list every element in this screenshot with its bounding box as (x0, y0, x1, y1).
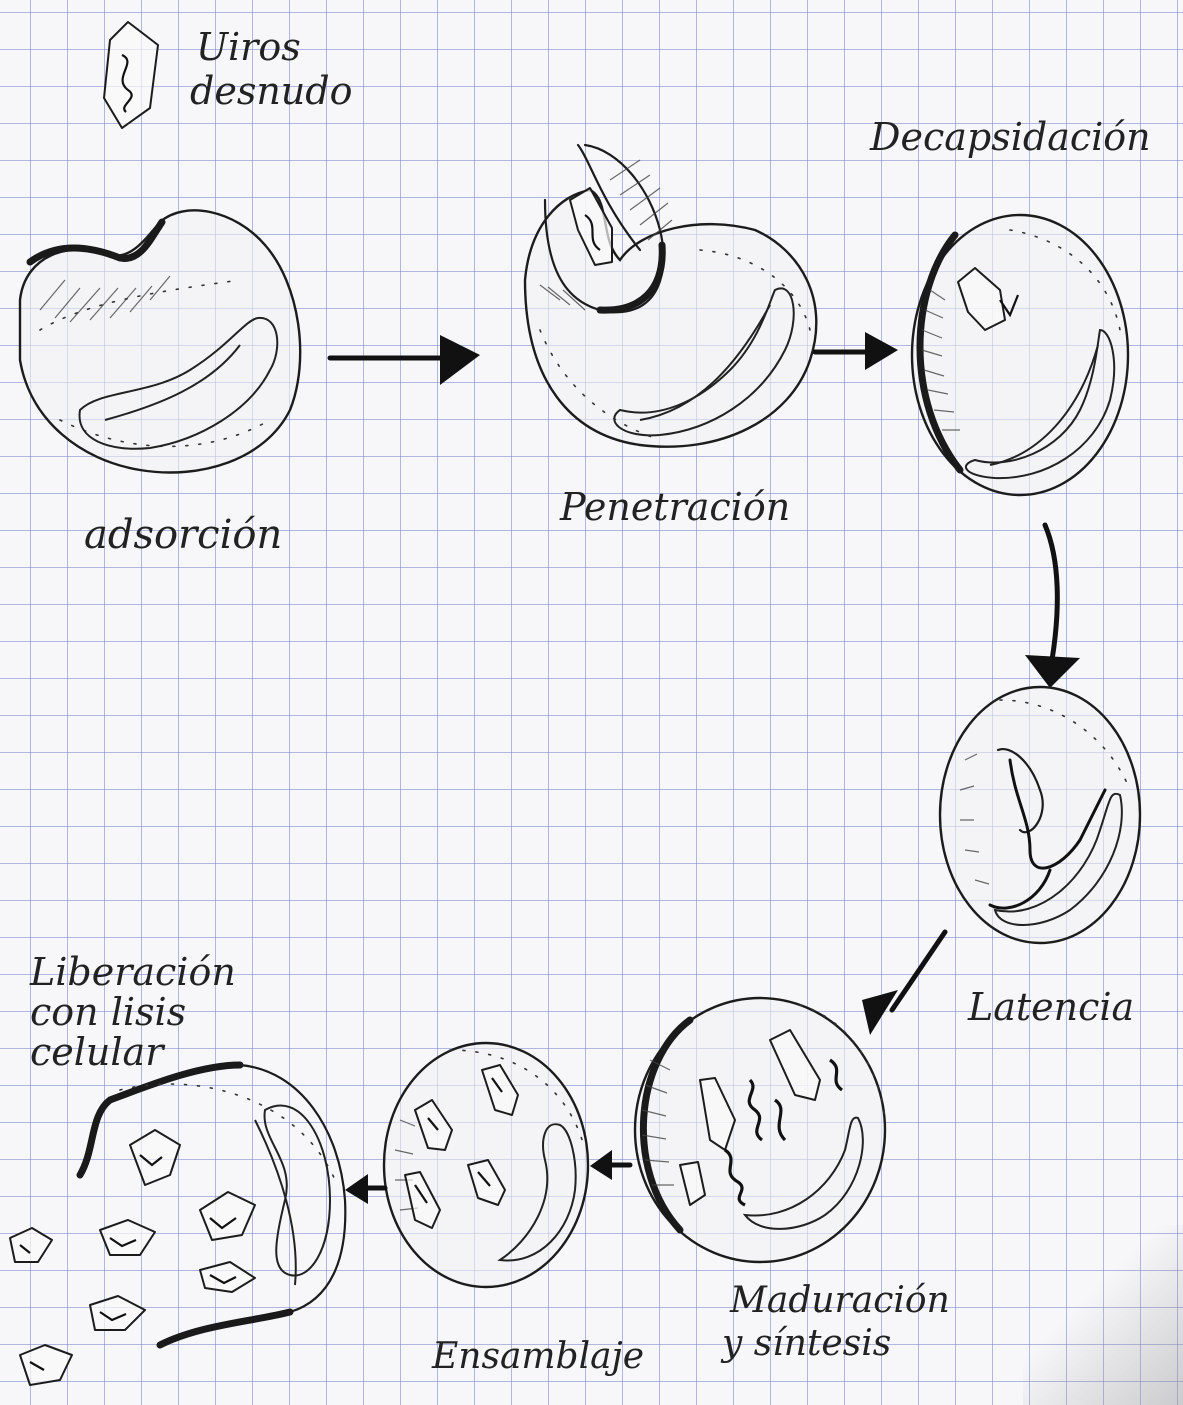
cell-penetracion (525, 145, 816, 447)
arrow-penetracion-to-decapsidacion (815, 332, 898, 370)
cell-adsorcion (20, 210, 300, 472)
cell-ensamblaje (384, 1043, 588, 1287)
cell-maduracion (635, 998, 885, 1262)
label-liberacion-line1: Liberación (29, 950, 236, 994)
label-maduracion-line1: Maduración (729, 1280, 950, 1321)
legend-label-line2: desnudo (190, 69, 352, 113)
arrow-latencia-to-maduracion (862, 932, 945, 1035)
label-penetracion: Penetración (559, 485, 790, 529)
label-ensamblaje: Ensamblaje (431, 1336, 644, 1377)
label-latencia: Latencia (967, 985, 1134, 1029)
label-decapsidacion: Decapsidación (869, 115, 1151, 159)
cell-latencia (940, 687, 1140, 943)
legend-label-line1: Uiros (196, 25, 301, 69)
legend-virus-icon (104, 22, 158, 128)
cell-decapsidacion (912, 215, 1128, 495)
arrow-maduracion-to-ensamblaje (590, 1150, 630, 1180)
label-liberacion-line2: con lisis (30, 990, 186, 1034)
arrow-decapsidacion-to-latencia (1025, 525, 1080, 688)
arrow-ensamblaje-to-liberacion (345, 1174, 385, 1204)
label-adsorcion: adsorción (84, 512, 282, 558)
cell-liberacion-lysed (10, 1065, 345, 1385)
arrow-adsorcion-to-penetracion (330, 335, 480, 385)
label-liberacion-line3: celular (30, 1030, 166, 1074)
label-maduracion-line2: y síntesis (720, 1323, 891, 1364)
